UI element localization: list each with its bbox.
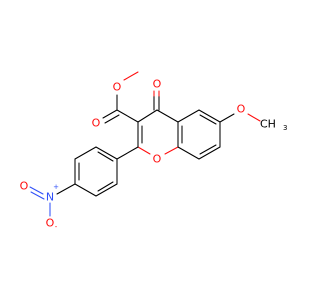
bond-ar5-ar6-double [97, 181, 114, 192]
bond-c6-omethoxy [219, 113, 235, 123]
atom-nitro-nitrogen: N [46, 191, 54, 204]
atom-methoxy-oxygen: O [237, 103, 246, 116]
bond-o1-c2 [137, 146, 151, 155]
bond-n-o1-double [30, 191, 45, 200]
atom-ester-ether-oxygen: O [113, 81, 122, 94]
bond-ar4-n [56, 183, 76, 195]
bond-omethoxy-ch3 [247, 113, 261, 122]
bond-c8-c8a [177, 146, 200, 160]
structure-canvas: O O O O O CH 3 N + O O - [19, 71, 288, 231]
bond-ar5-ar6 [95, 183, 118, 197]
bond-c4-c4a [156, 109, 179, 123]
bond-ar2-ar3 [74, 146, 97, 160]
bond-cester-ocarbonyl [102, 109, 118, 119]
bond-ar1-ar2 [95, 146, 118, 160]
bond-c8a-o1 [164, 146, 179, 155]
bond-ar1-ar2-double [97, 151, 114, 162]
atom-nitro-oxygen-2: O [46, 217, 55, 230]
molecule-diagram: O O O O O CH 3 N + O O - [20, 71, 287, 231]
bond-c7-c8-double [199, 144, 217, 155]
atom-nitro-oxygen-charge: - [55, 223, 58, 231]
bond-c4a-c5 [177, 109, 200, 123]
bond-c7-c8 [198, 146, 221, 160]
atom-methoxy-methyl-subscript: 3 [283, 124, 287, 132]
bond-c5-c6-double [199, 114, 217, 125]
atom-carbonyl-oxygen: O [153, 78, 162, 91]
bond-c5-c6 [198, 109, 221, 123]
atom-ester-carbonyl-oxygen: O [92, 117, 101, 130]
bond-ar4-ar5 [74, 183, 97, 197]
bond-n-o1 [29, 186, 44, 195]
atom-nitro-oxygen-1: O [20, 180, 29, 193]
bond-c3-c4 [137, 109, 158, 123]
atom-nitro-nitrogen-charge: + [53, 183, 59, 191]
bond-oether-methyl [123, 71, 139, 81]
atom-ring-oxygen: O [153, 153, 162, 166]
atom-methoxy-methyl: CH [260, 118, 276, 131]
bond-cester-ocarbonyl-double [104, 114, 120, 124]
bond-c3-cester [116, 109, 139, 123]
bond-c2-aryl [116, 146, 139, 160]
